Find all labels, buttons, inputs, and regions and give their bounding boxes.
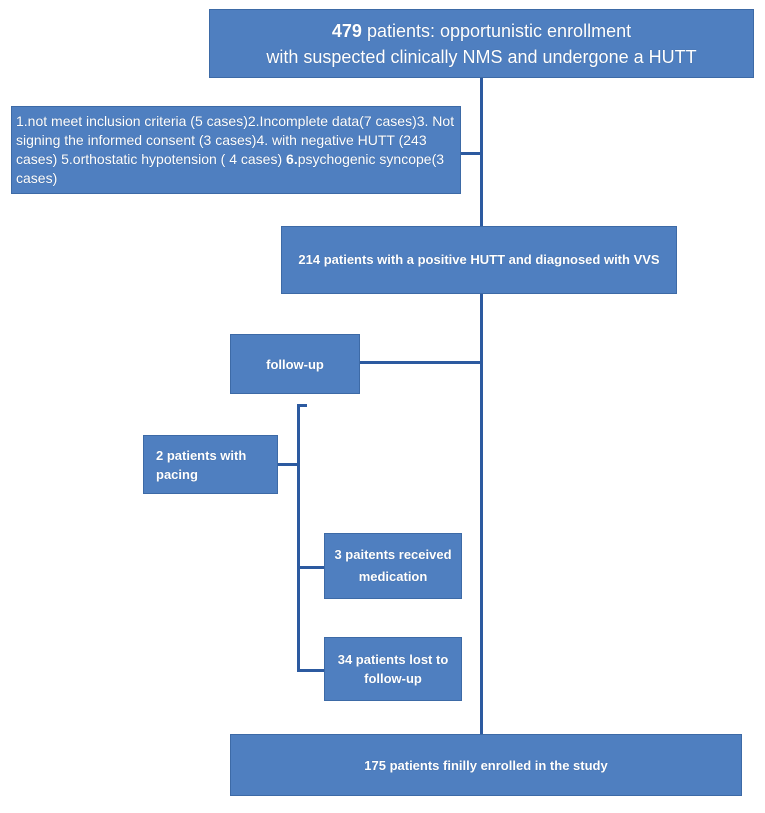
- lost-to-followup-box: 34 patients lost to follow-up: [324, 637, 462, 701]
- connector-exclusion-branch: [461, 152, 482, 155]
- followup-box: follow-up: [230, 334, 360, 394]
- lost-text: 34 patients lost to follow-up: [337, 652, 449, 686]
- exclusion-item-6-number: 6.: [286, 151, 298, 167]
- enrollment-line1-text: patients: opportunistic enrollment: [361, 20, 632, 41]
- final-text: 175 patients finilly enrolled in the stu…: [364, 757, 608, 773]
- pacing-box: 2 patients with pacing: [143, 435, 278, 494]
- enrollment-line2: with suspected clinically NMS and underg…: [266, 46, 697, 67]
- connector-pacing-branch: [278, 463, 299, 466]
- medication-text: 3 paitents received medication: [334, 547, 452, 584]
- followup-text: follow-up: [266, 356, 324, 372]
- connector-followup-vertical: [297, 404, 300, 672]
- exclusion-box: 1.not meet inclusion criteria (5 cases)2…: [11, 106, 461, 194]
- enrollment-box: 479 patients: opportunistic enrollment w…: [209, 9, 754, 78]
- enrollment-count: 479: [331, 20, 362, 41]
- exclusion-item-6-text: psychogenic syncope(3 cases): [16, 151, 445, 186]
- connector-followup-branch: [360, 361, 482, 364]
- connector-main-lower: [480, 294, 483, 734]
- connector-medication-branch: [297, 566, 324, 569]
- medication-box: 3 paitents received medication: [324, 533, 462, 599]
- exclusion-text: 1.not meet inclusion criteria (5 cases)2…: [16, 112, 456, 188]
- pacing-text: 2 patients with pacing: [156, 447, 247, 482]
- vvs-text: 214 patients with a positive HUTT and di…: [298, 252, 660, 267]
- connector-followup-top-cap: [297, 404, 307, 407]
- final-enrolled-box: 175 patients finilly enrolled in the stu…: [230, 734, 742, 796]
- exclusion-criteria-text: 1.not meet inclusion criteria (5 cases)2…: [16, 113, 455, 167]
- enrollment-line1: 479 patients: opportunistic enrollment: [332, 18, 631, 44]
- vvs-box: 214 patients with a positive HUTT and di…: [281, 226, 677, 294]
- connector-lost-branch: [297, 669, 324, 672]
